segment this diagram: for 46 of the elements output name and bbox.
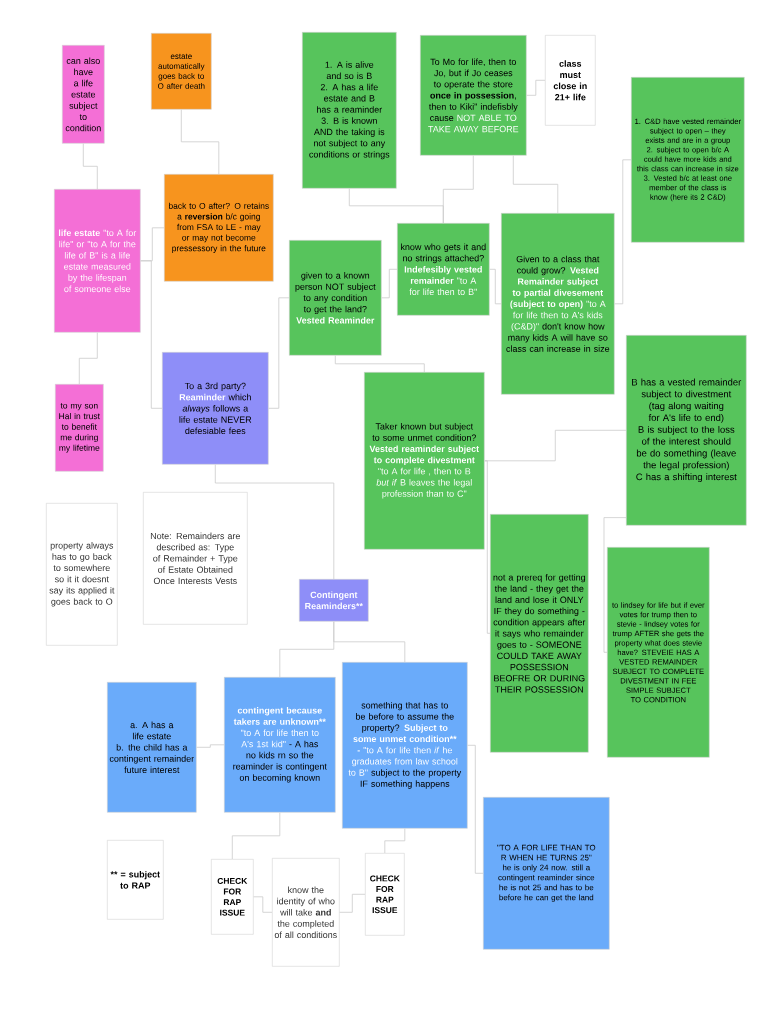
concept-box: Given to a class that could grow? Vested Remainder subject to partial divesement (subject to open) "to A for life then to A's kids (C&D)" don't know how many kids A will have so class can increase in size — [501, 213, 615, 395]
connector-line — [381, 268, 398, 299]
connector-line — [334, 355, 425, 373]
concept-box: a. A has a life estate b. the child has a contingent remainder future interest — [107, 682, 197, 813]
concept-box: not a prereq for getting the land - they get the land and lose it ONLY IF they do something - condition appears after it says who remainder goes to - SOMEONE COULD TAKE AWAY POSSESSION BEOFRE OR DURING THEIR POSSESSION — [490, 514, 589, 753]
connector-line — [339, 893, 366, 913]
connector-line — [180, 109, 220, 175]
concept-box: To Mo for life, then to Jo, but if Jo ceases to operate the store once in possession, then to Kiki" indefisbly cause NOT ABLE TO TAKE AWAY BEFORE — [420, 35, 527, 156]
connector-line — [467, 744, 484, 874]
connector-line — [512, 155, 559, 214]
connector-line — [333, 621, 406, 663]
concept-box: 1. A is alive and so is B 2. A has a life estate and B has a reaminder 3. B is known AND the taking is not subject to any conditions or strings — [302, 32, 397, 189]
connector-line — [268, 297, 290, 409]
connector-line — [489, 268, 502, 305]
note-box: ** = subject to RAP — [107, 840, 164, 920]
connector-line — [484, 460, 491, 634]
connector-line — [196, 744, 225, 748]
concept-box: to my son Hal in trust to benefit me during my lifetime — [55, 384, 104, 472]
concept-box: To a 3rd party? Reaminder which always follows a life estate NEVER defesiable fees — [162, 352, 269, 465]
connector-line — [253, 896, 273, 913]
concept-box: life estate "to A for life" or "to A for the life of B" is a life estate measured by the lifespan of someone else — [54, 189, 141, 333]
connector-line — [78, 332, 98, 385]
concept-box: know who gets it and no strings attached? Indefesibly vested remainder "to A for life then to B" — [397, 223, 490, 316]
note-box: class must close in 21+ life — [545, 35, 596, 126]
concept-box: Contingent Reaminders** — [299, 579, 369, 622]
concept-box: can also have a life estate subject to condition — [62, 45, 105, 144]
concept-box: Taker known but subject to some unmet condition? Vested reaminder subject to complete divestment "to A for life , then to B but if B leaves the legal profession than to C" — [364, 372, 485, 550]
connector-line — [442, 155, 474, 224]
connector-line — [614, 159, 632, 305]
concept-box: something that has to be before to assume the property? Subject to some unmet condition** - "to A for life then if he graduates from law school to B" subject to the property IF something happens — [342, 662, 468, 829]
concept-box: B has a vested remainder subject to divestment (tag along waiting for A's life to end) B is subject to the loss of the interest should be do something (leave the legal profession) C has a shifting interest — [626, 335, 747, 526]
concept-box: contingent because takers are unknown** "to A for life then to A's 1st kid" - A has no kids rn so the reaminder is contingent on becoming known — [224, 677, 336, 813]
connector-line — [231, 812, 281, 860]
connector-line — [384, 828, 406, 854]
concept-box: back to O after? O retains a reversion b/c going from FSA to LE - may or may not become pressessory in the future — [164, 174, 274, 282]
note-box: know the identity of who will take and the completed of all conditions — [272, 858, 340, 967]
note-box: Note: Remainders are described as: Type of Remainder + Type of Estate Obtained Once Interests Vests — [143, 492, 248, 625]
connector-line — [214, 464, 335, 580]
concept-box: given to a known person NOT subject to any condition to get the land? Vested Reaminder — [289, 240, 382, 356]
note-box: property always has to go back to somewhere so it it doesnt say its applied it goes back to O — [46, 503, 118, 646]
connector-line — [82, 143, 98, 190]
connector-line — [526, 79, 546, 96]
note-box: CHECK FOR RAP ISSUE — [211, 859, 254, 935]
note-box: CHECK FOR RAP ISSUE — [365, 853, 405, 936]
connector-line — [140, 260, 163, 409]
connector-line — [603, 517, 627, 653]
